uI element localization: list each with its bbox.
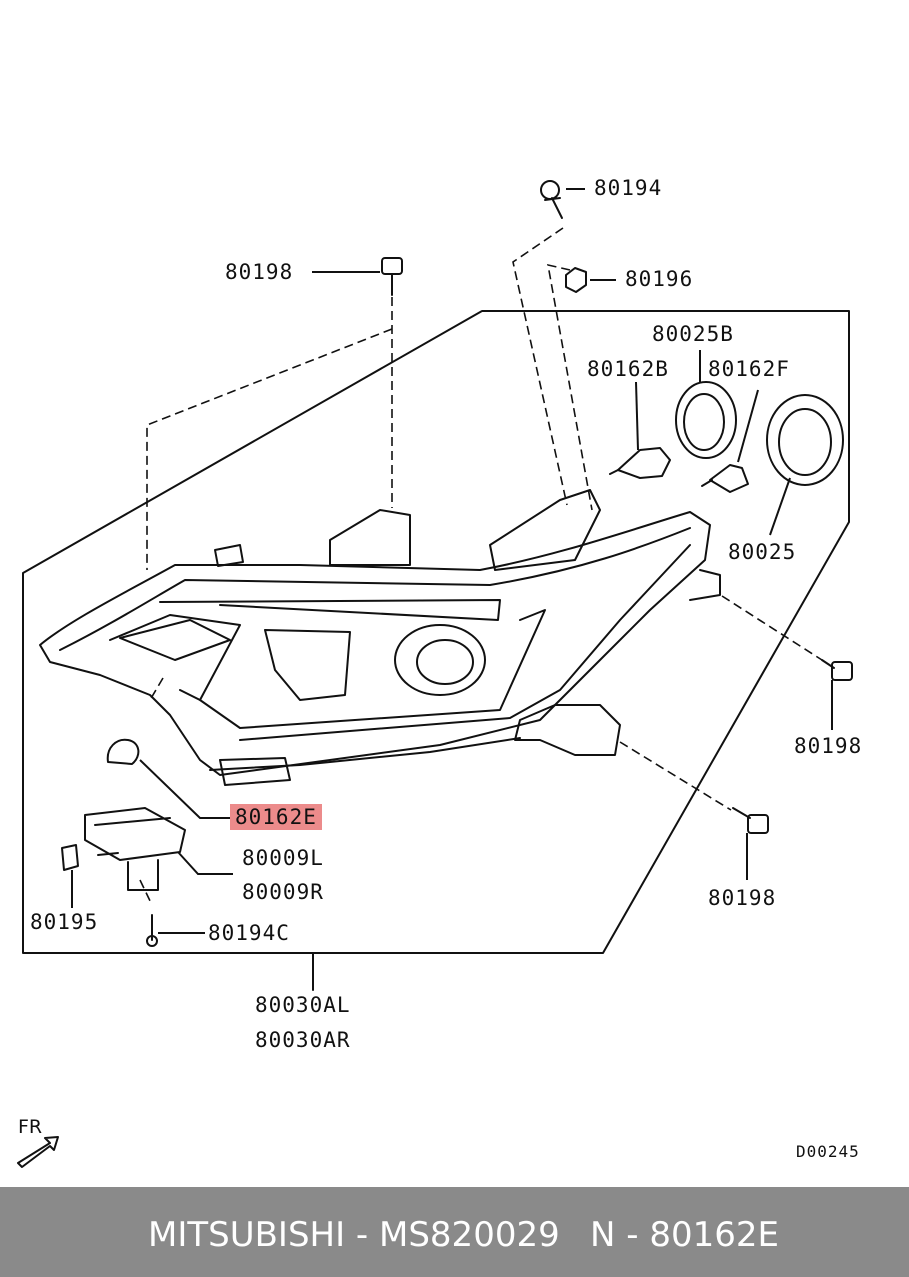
nut-80196-icon	[565, 267, 587, 293]
headlamp-exploded-diagram	[17, 180, 853, 1168]
diagram-code: D00245	[796, 1142, 860, 1161]
footer-brand-part-number: MITSUBISHI - MS820029	[148, 1215, 560, 1255]
bolt-80194-icon	[540, 180, 563, 219]
projector-lens	[394, 624, 486, 696]
front-direction-label: FR	[18, 1116, 43, 1138]
label-80196[interactable]: 80196	[625, 267, 694, 291]
label-80030AR[interactable]: 80030AR	[255, 1028, 351, 1052]
label-80195[interactable]: 80195	[30, 910, 99, 934]
label-80025[interactable]: 80025	[728, 540, 797, 564]
label-80198-bottom[interactable]: 80198	[708, 886, 777, 910]
bolt-80198-bottom-icon	[732, 807, 769, 834]
label-80162E-highlighted[interactable]: 80162E	[230, 804, 322, 830]
bolt-80198-right-icon	[821, 659, 853, 681]
label-80162F[interactable]: 80162F	[708, 357, 790, 381]
footer-bar: MITSUBISHI - MS820029 N - 80162E	[0, 1187, 909, 1277]
label-80009R[interactable]: 80009R	[242, 880, 324, 904]
fr-arrow-icon	[17, 1136, 59, 1168]
bulb-80162E-icon	[106, 738, 140, 765]
label-80194[interactable]: 80194	[594, 176, 663, 200]
bulb-80162F-icon	[701, 464, 749, 493]
label-80009L[interactable]: 80009L	[242, 846, 324, 870]
clip-80195-icon	[61, 844, 79, 871]
screw-80194C-icon	[146, 914, 158, 947]
assembly-frame	[22, 310, 850, 954]
cap-80025-icon	[766, 394, 844, 486]
headlamp-housing	[39, 489, 721, 786]
label-80198-right[interactable]: 80198	[794, 734, 863, 758]
label-80194C[interactable]: 80194C	[208, 921, 290, 945]
bolt-80198-top-icon	[381, 257, 403, 296]
footer-reference-number: N - 80162E	[590, 1215, 779, 1255]
label-80030AL[interactable]: 80030AL	[255, 993, 351, 1017]
label-80162B[interactable]: 80162B	[587, 357, 669, 381]
bulb-80162B-icon	[609, 447, 671, 479]
label-80198-top[interactable]: 80198	[225, 260, 294, 284]
label-80025B[interactable]: 80025B	[652, 322, 734, 346]
bracket-80009-icon	[84, 807, 186, 891]
socket-80025B-icon	[675, 381, 737, 459]
